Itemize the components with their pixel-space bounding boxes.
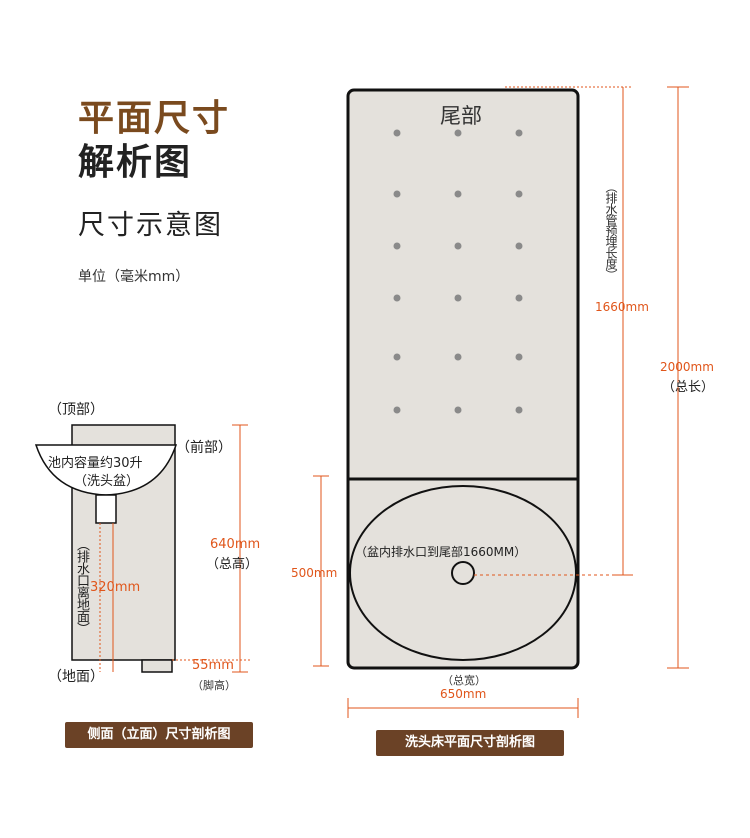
side-foot (141, 659, 173, 673)
tail-label: 尾部 (440, 104, 482, 128)
total-width-value: 650mm (440, 687, 487, 701)
basin-name-label: （洗头盆） (74, 474, 140, 489)
massage-dot (393, 406, 401, 414)
basin-drain (451, 561, 475, 585)
side-drain-pipe (95, 494, 117, 524)
drain-to-tail-label: （盆内排水口到尾部1660MM） (355, 545, 527, 559)
title-line2: 解析图 (78, 142, 193, 183)
drain-pipe-label: （排水管预埋长度） (604, 181, 618, 280)
ground-label: （地面） (48, 669, 104, 685)
massage-dots (393, 129, 523, 414)
basin-ellipse (349, 485, 577, 661)
title-line1: 平面尺寸 (78, 98, 231, 139)
massage-dot (393, 129, 401, 137)
basin-section-value: 500mm (291, 566, 338, 580)
foot-height-value: 55mm (192, 658, 234, 673)
total-length-value: 2000mm (660, 360, 714, 374)
total-height-value: 640mm (210, 537, 261, 552)
foot-height-label: （脚高） (192, 679, 236, 692)
massage-dot (515, 129, 523, 137)
drain-pipe-value: 1660mm (595, 300, 649, 314)
massage-dot (454, 190, 462, 198)
massage-dot (515, 190, 523, 198)
top-label: （顶部） (48, 402, 104, 418)
drain-height-label: （排水口离地面） (74, 538, 89, 634)
total-height-label: （总高） (206, 557, 259, 572)
massage-dot (393, 242, 401, 250)
massage-dot (393, 190, 401, 198)
massage-dot (515, 294, 523, 302)
subtitle: 尺寸示意图 (78, 210, 223, 241)
massage-dot (454, 353, 462, 361)
side-view-caption: 侧面（立面）尺寸剖析图 (65, 722, 253, 748)
massage-dot (393, 353, 401, 361)
basin-capacity-label: 池内容量约30升 (48, 456, 143, 471)
massage-dot (515, 353, 523, 361)
unit-label: 单位（毫米mm） (78, 269, 190, 285)
massage-dot (454, 294, 462, 302)
massage-dot (454, 242, 462, 250)
massage-dot (454, 129, 462, 137)
massage-dot (515, 406, 523, 414)
massage-dot (393, 294, 401, 302)
massage-dot (515, 242, 523, 250)
drain-height-value: 320mm (90, 580, 141, 595)
total-length-label: （总长） (662, 380, 715, 395)
bed-body (346, 88, 580, 670)
massage-dot (454, 406, 462, 414)
total-width-label: （总宽） (442, 674, 486, 687)
front-label: （前部） (176, 440, 232, 456)
plan-view-caption: 洗头床平面尺寸剖析图 (376, 730, 564, 756)
